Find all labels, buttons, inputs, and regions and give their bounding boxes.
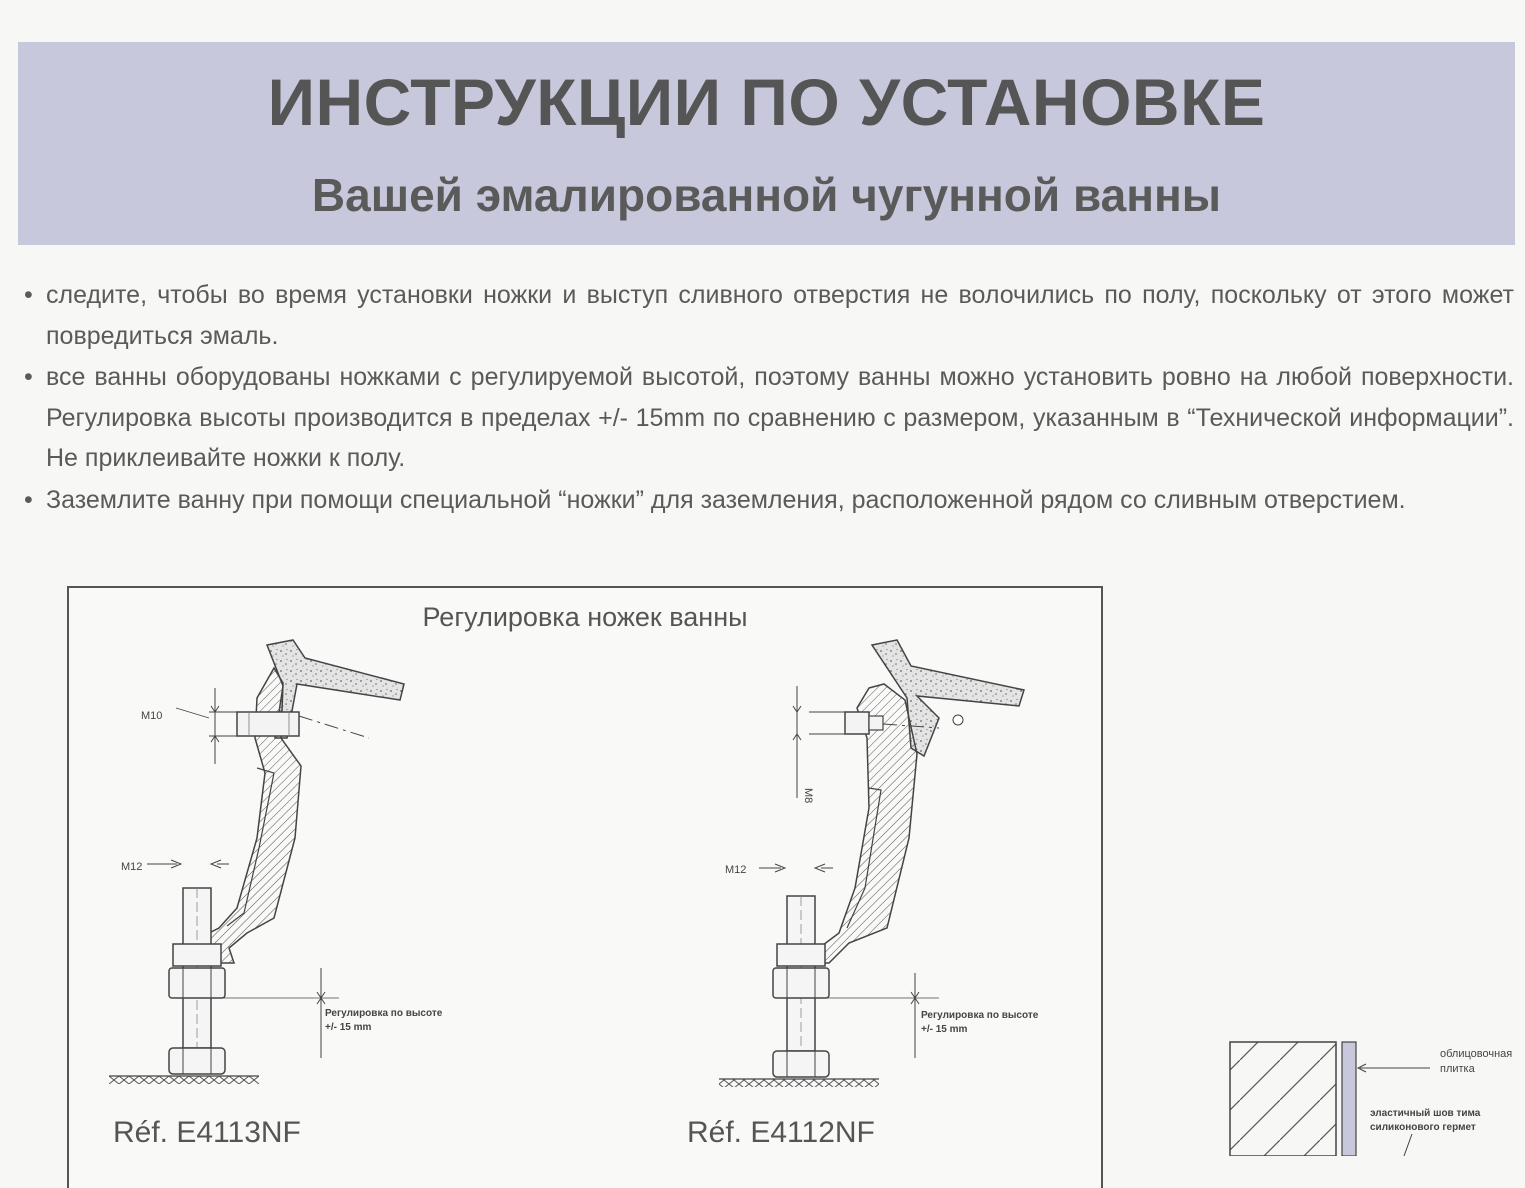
instruction-item-1: следите, чтобы во время установки ножки … (22, 275, 1514, 356)
leg-adjustment-diagram: Регулировка ножек ванны (67, 586, 1103, 1188)
header-band: ИНСТРУКЦИИ ПО УСТАНОВКЕ Вашей эмалирован… (18, 42, 1515, 245)
wall-block (1229, 1041, 1337, 1156)
instruction-item-3: Заземлите ванну при помощи специальной “… (22, 480, 1514, 521)
right-foot-nut (772, 1050, 830, 1078)
left-stud-label: M12 (121, 861, 142, 873)
leg-drawings: M10 M12 Регулировка по высоте +/- 15 mm (109, 639, 1039, 1087)
right-ref-label: Réf. E4112NF (687, 1116, 875, 1149)
left-bolt-label: M10 (141, 710, 162, 722)
right-bolt-label: M8 (802, 788, 814, 803)
right-upper-nut (776, 943, 826, 967)
left-adjust-label-2: +/- 15 mm (325, 1022, 372, 1033)
tile-label-2: плитка (1440, 1063, 1476, 1075)
right-bolt-m8 (844, 711, 870, 735)
seal-label-1: эластичный шов тима (1370, 1108, 1481, 1119)
left-foot-nut (168, 1047, 226, 1075)
wall-tile-diagram: облицовочная плитка эластичный шов тима … (1229, 1041, 1512, 1156)
tile-label-1: облицовочная (1440, 1048, 1512, 1060)
left-leg-drawing: M10 M12 Регулировка по высоте +/- 15 mm (109, 639, 443, 1084)
seal-label-2: силиконового гермет (1370, 1122, 1476, 1133)
instruction-item-2: все ванны оборудованы ножками с регулиру… (22, 357, 1514, 479)
instruction-list: следите, чтобы во время установки ножки … (22, 275, 1514, 521)
left-ref-label: Réf. E4113NF (113, 1116, 301, 1149)
tile-layer (1341, 1041, 1357, 1156)
page-title: ИНСТРУКЦИИ ПО УСТАНОВКЕ (267, 65, 1266, 139)
left-upper-nut (172, 943, 222, 967)
page-subtitle: Вашей эмалированной чугунной ванны (311, 169, 1222, 221)
right-stud-label: M12 (725, 864, 746, 876)
left-bolt-m10 (236, 711, 300, 737)
right-adjust-label-2: +/- 15 mm (921, 1024, 968, 1035)
right-leg-drawing: M8 M12 Регулировка по высоте +/- 15 mm (719, 639, 1039, 1087)
diagram-title: Регулировка ножек ванны (422, 602, 748, 632)
left-adjust-label-1: Регулировка по высоте (325, 1008, 443, 1019)
right-adjust-label-1: Регулировка по высоте (921, 1010, 1039, 1021)
